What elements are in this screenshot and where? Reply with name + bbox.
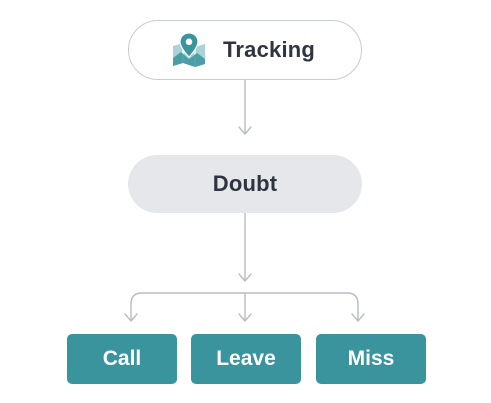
node-call: Call [67, 334, 177, 384]
node-tracking-label: Tracking [222, 37, 316, 62]
arrowhead-call [124, 313, 138, 322]
node-doubt-label: Doubt [212, 171, 278, 196]
arrowhead-miss [351, 313, 365, 322]
node-doubt: Doubt [128, 155, 362, 213]
node-miss: Miss [316, 334, 426, 384]
node-miss-label: Miss [347, 347, 395, 370]
arrowhead-doubt [238, 126, 252, 135]
arrowhead-branch [238, 273, 252, 282]
arrowhead-leave [238, 313, 252, 322]
map-pin-icon [172, 32, 205, 67]
node-tracking: Tracking [128, 20, 362, 80]
node-leave: Leave [191, 334, 301, 384]
node-call-label: Call [102, 347, 142, 370]
node-leave-label: Leave [216, 347, 276, 370]
